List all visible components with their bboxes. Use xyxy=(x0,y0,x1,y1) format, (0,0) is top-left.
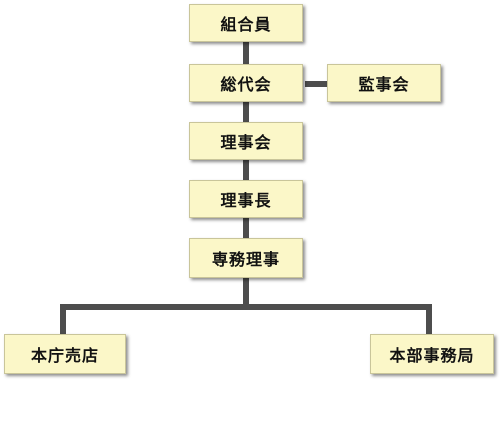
node-chairman: 理事長 xyxy=(189,180,303,218)
connector-left-branch xyxy=(60,304,66,336)
node-executive-director: 専務理事 xyxy=(189,238,303,278)
node-auditors: 監事会 xyxy=(327,64,441,102)
node-board: 理事会 xyxy=(189,122,303,160)
connector-general-meeting-auditors xyxy=(305,81,330,87)
node-main-store: 本庁売店 xyxy=(4,334,126,374)
node-members: 組合員 xyxy=(189,4,303,42)
connector-vertical-main xyxy=(243,40,249,310)
connector-right-branch xyxy=(426,304,432,336)
node-head-office: 本部事務局 xyxy=(370,334,494,374)
node-general-meeting: 総代会 xyxy=(189,64,303,102)
connector-horizontal-branch xyxy=(60,304,432,310)
